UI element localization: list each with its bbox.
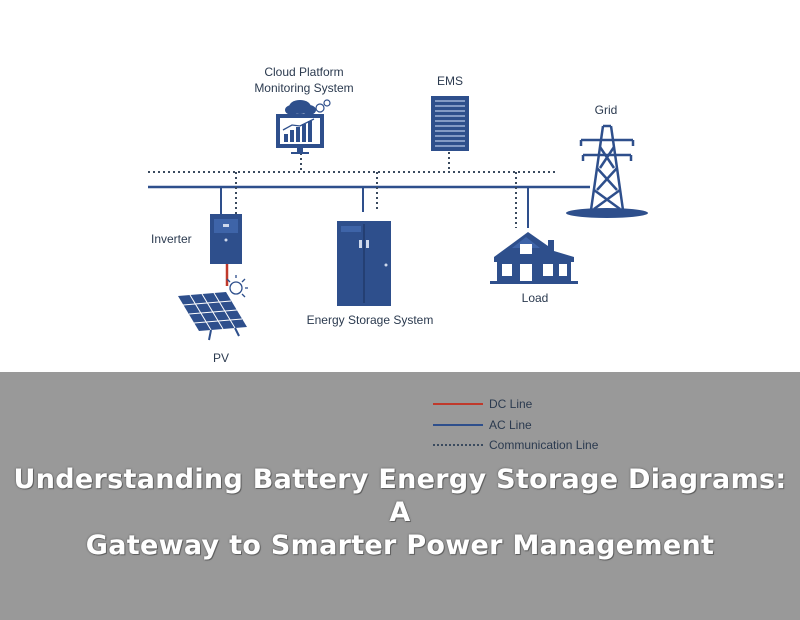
legend-label-ac: AC Line <box>489 418 532 432</box>
battery-cabinet-icon <box>337 221 391 306</box>
load-node: Load <box>490 232 578 305</box>
inverter-cabinet-icon <box>210 214 242 264</box>
solar-panel-icon <box>178 292 247 341</box>
sun-icon <box>226 275 248 298</box>
system-diagram: Cloud Platform Monitoring System EMS <box>148 65 648 365</box>
legend-item-comm: Communication Line <box>433 438 633 452</box>
cloud-label-line2: Monitoring System <box>254 81 353 95</box>
monitor-chart-icon <box>276 114 324 154</box>
cloud-platform-node: Cloud Platform Monitoring System <box>254 65 354 154</box>
inverter-label: Inverter <box>151 232 192 246</box>
grid-label: Grid <box>595 103 618 117</box>
legend-swatch-comm <box>433 444 483 446</box>
page-headline: Understanding Battery Energy Storage Dia… <box>0 463 800 562</box>
legend-label-comm: Communication Line <box>489 438 599 452</box>
headline-line2: Gateway to Smarter Power Management <box>85 530 715 561</box>
legend-item-ac: AC Line <box>433 418 633 432</box>
legend-label-dc: DC Line <box>489 397 533 411</box>
ems-label: EMS <box>437 74 463 88</box>
ems-node: EMS <box>431 74 469 151</box>
cloud-icon <box>285 99 331 115</box>
house-icon <box>490 232 578 284</box>
legend-swatch-dc <box>433 403 483 405</box>
diagram-canvas: Cloud Platform Monitoring System EMS <box>148 65 648 365</box>
legend-swatch-ac <box>433 424 483 426</box>
headline-line1: Understanding Battery Energy Storage Dia… <box>13 464 787 528</box>
transmission-tower-icon <box>566 124 648 218</box>
pv-node: PV <box>178 275 248 365</box>
grid-node: Grid <box>566 103 648 218</box>
server-rack-icon <box>431 96 469 151</box>
cloud-label-line1: Cloud Platform <box>264 65 343 79</box>
title-banner <box>0 372 800 620</box>
load-label: Load <box>522 291 549 305</box>
ess-label: Energy Storage System <box>307 313 434 327</box>
inverter-node: Inverter <box>151 214 242 264</box>
ess-node: Energy Storage System <box>307 221 434 327</box>
pv-label: PV <box>213 351 229 365</box>
legend-item-dc: DC Line <box>433 397 633 411</box>
